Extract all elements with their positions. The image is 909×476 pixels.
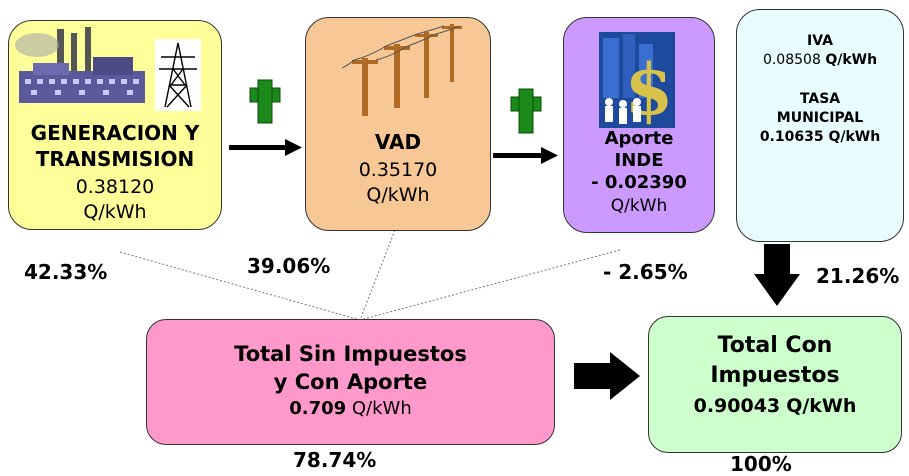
tasa-label-line2: MUNICIPAL xyxy=(776,110,864,126)
aporte-unit: Q/kWh xyxy=(610,196,668,216)
aporte-box: $ Aporte INDE - 0.02390 Q/kWh xyxy=(563,17,715,233)
vad-value: 0.35170 xyxy=(358,159,438,181)
total-con-percent: 100% xyxy=(730,452,792,476)
arrow-vad-to-aporte xyxy=(493,147,558,164)
tasa-label-line1: TASA xyxy=(799,91,841,107)
generacion-unit: Q/kWh xyxy=(83,201,147,223)
impuestos-percent: 21.26% xyxy=(816,264,900,288)
gen-connector-line xyxy=(119,251,361,321)
aporte-percent: - 2.65% xyxy=(603,260,688,284)
total-con-unit: Q/kWh xyxy=(786,395,857,417)
vad-unit: Q/kWh xyxy=(366,184,430,206)
tasa-value: 0.10635 Q/kWh xyxy=(759,129,881,145)
arrow-gen-to-vad xyxy=(229,139,302,156)
iva-unit: Q/kWh xyxy=(825,52,878,68)
dollar-workers-icon: $ xyxy=(599,32,675,128)
total-sin-line2: y Con Aporte xyxy=(273,370,428,394)
svg-text:$: $ xyxy=(625,48,674,128)
iva-label: IVA xyxy=(807,33,833,49)
total-sin-unit: Q/kWh xyxy=(351,398,412,419)
total-con-line2: Impuestos xyxy=(710,363,840,388)
total-con-box: Total Con Impuestos 0.90043 Q/kWh xyxy=(648,316,902,453)
vad-percent: 39.06% xyxy=(247,254,331,278)
generacion-value: 0.38120 xyxy=(75,176,155,198)
generacion-box: GENERACION Y TRANSMISION 0.38120 Q/kWh xyxy=(8,20,222,230)
generacion-percent: 42.33% xyxy=(24,260,108,284)
generacion-title-line1: GENERACION Y xyxy=(30,121,200,145)
aporte-connector-line xyxy=(359,249,621,321)
total-con-value-line: 0.90043 Q/kWh xyxy=(649,395,901,417)
iva-value: 0.08508 xyxy=(762,52,821,68)
generacion-title-line2: TRANSMISION xyxy=(35,147,195,171)
transmission-tower-icon xyxy=(155,39,201,111)
iva-value-line: 0.08508 Q/kWh xyxy=(737,51,903,70)
total-con-line1: Total Con xyxy=(717,333,833,358)
aporte-value: - 0.02390 xyxy=(591,172,687,193)
total-sin-value: 0.709 xyxy=(289,398,347,419)
total-sin-box: Total Sin Impuestos y Con Aporte 0.709 Q… xyxy=(146,319,555,445)
vad-title: VAD xyxy=(374,130,422,154)
power-lines-icon xyxy=(342,24,462,116)
aporte-title-line2: INDE xyxy=(614,150,664,171)
plus-icon-2 xyxy=(510,88,542,134)
factory-icon xyxy=(15,27,145,103)
impuestos-box: IVA 0.08508 Q/kWh TASA MUNICIPAL 0.10635… xyxy=(736,9,904,242)
vad-connector-line xyxy=(359,229,396,321)
total-sin-value-line: 0.709 Q/kWh xyxy=(147,398,554,419)
aporte-title-line1: Aporte xyxy=(604,128,674,149)
arrow-total-sin-to-total-con xyxy=(574,352,640,400)
total-sin-line1: Total Sin Impuestos xyxy=(234,342,467,366)
total-con-value: 0.90043 xyxy=(693,395,781,417)
total-sin-percent: 78.74% xyxy=(293,448,377,472)
arrow-down-impuestos xyxy=(754,244,800,306)
vad-box: VAD 0.35170 Q/kWh xyxy=(305,17,491,231)
plus-icon-1 xyxy=(249,79,281,124)
